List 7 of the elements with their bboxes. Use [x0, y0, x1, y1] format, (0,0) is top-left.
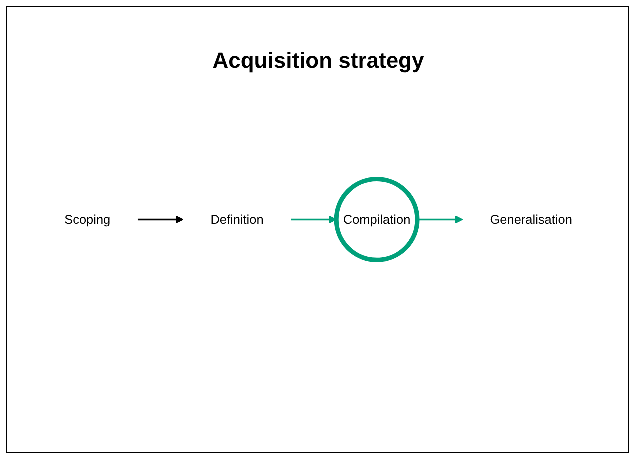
arrow: [418, 216, 464, 224]
arrow: [138, 216, 184, 224]
node-text: Generalisation: [490, 212, 572, 227]
node-text: Definition: [210, 212, 264, 227]
title: Acquisition strategy: [212, 48, 426, 74]
node-circle: Compilation: [334, 177, 420, 263]
node-text: Scoping: [64, 212, 111, 227]
